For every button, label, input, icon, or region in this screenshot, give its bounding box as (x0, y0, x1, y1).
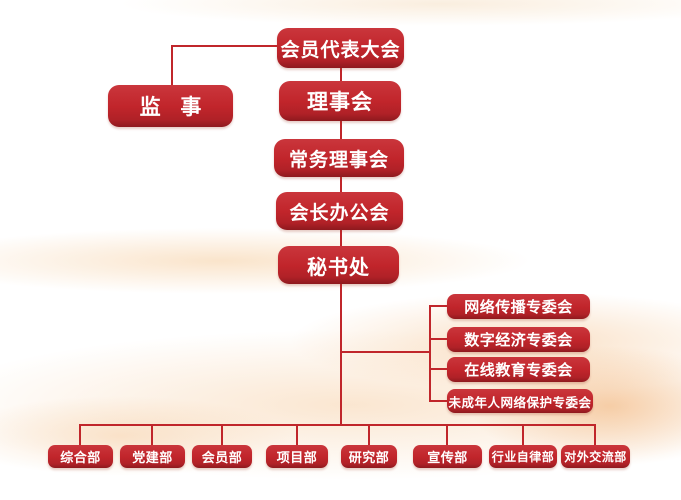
connector-department-stub-5 (368, 424, 370, 445)
node-dept-research: 研究部 (341, 445, 397, 468)
node-committee-online-education: 在线教育专委会 (447, 357, 590, 382)
node-dept-projects: 项目部 (266, 445, 328, 468)
connector-department-stub-1 (79, 424, 81, 445)
connector-committee-spine (429, 306, 431, 402)
node-secretariat: 秘书处 (278, 246, 399, 284)
connector-supervisor-horizontal (171, 45, 277, 47)
connector-department-stub-3 (221, 424, 223, 445)
node-supervisor: 监 事 (108, 85, 233, 127)
connector-committee-stub-3 (429, 368, 447, 370)
connector-department-rail (79, 424, 596, 426)
node-committee-minor-protection: 未成年人网络保护专委会 (447, 389, 593, 413)
connector-department-stub-8 (594, 424, 596, 445)
node-standing-council: 常务理事会 (274, 139, 404, 177)
node-dept-party-building: 党建部 (120, 445, 185, 468)
node-dept-general: 综合部 (48, 445, 113, 468)
background-wash-left-band (0, 228, 530, 294)
node-president-office: 会长办公会 (276, 192, 403, 230)
node-council: 理事会 (279, 81, 401, 121)
node-committee-network-communication: 网络传播专委会 (447, 294, 590, 319)
connector-department-stub-4 (296, 424, 298, 445)
connector-department-stub-2 (151, 424, 153, 445)
connector-standing-office (340, 175, 342, 194)
node-dept-publicity: 宣传部 (413, 445, 482, 468)
connector-supervisor-vertical (171, 45, 173, 86)
connector-department-stub-6 (446, 424, 448, 445)
connector-assembly-council (340, 66, 342, 83)
background-wash-top (120, 0, 681, 26)
node-dept-membership: 会员部 (192, 445, 252, 468)
node-dept-external-exchange: 对外交流部 (561, 445, 630, 468)
connector-committee-branch (340, 351, 431, 353)
node-dept-industry-self-discipline: 行业自律部 (489, 445, 557, 468)
node-committee-digital-economy: 数字经济专委会 (447, 327, 590, 352)
node-member-assembly: 会员代表大会 (277, 28, 404, 68)
connector-committee-stub-2 (429, 338, 447, 340)
connector-committee-stub-4 (429, 400, 447, 402)
connector-committee-stub-1 (429, 305, 447, 307)
connector-office-secretariat (340, 228, 342, 248)
connector-secretariat-spine (340, 282, 342, 426)
connector-council-standing (340, 119, 342, 141)
connector-department-stub-7 (522, 424, 524, 445)
